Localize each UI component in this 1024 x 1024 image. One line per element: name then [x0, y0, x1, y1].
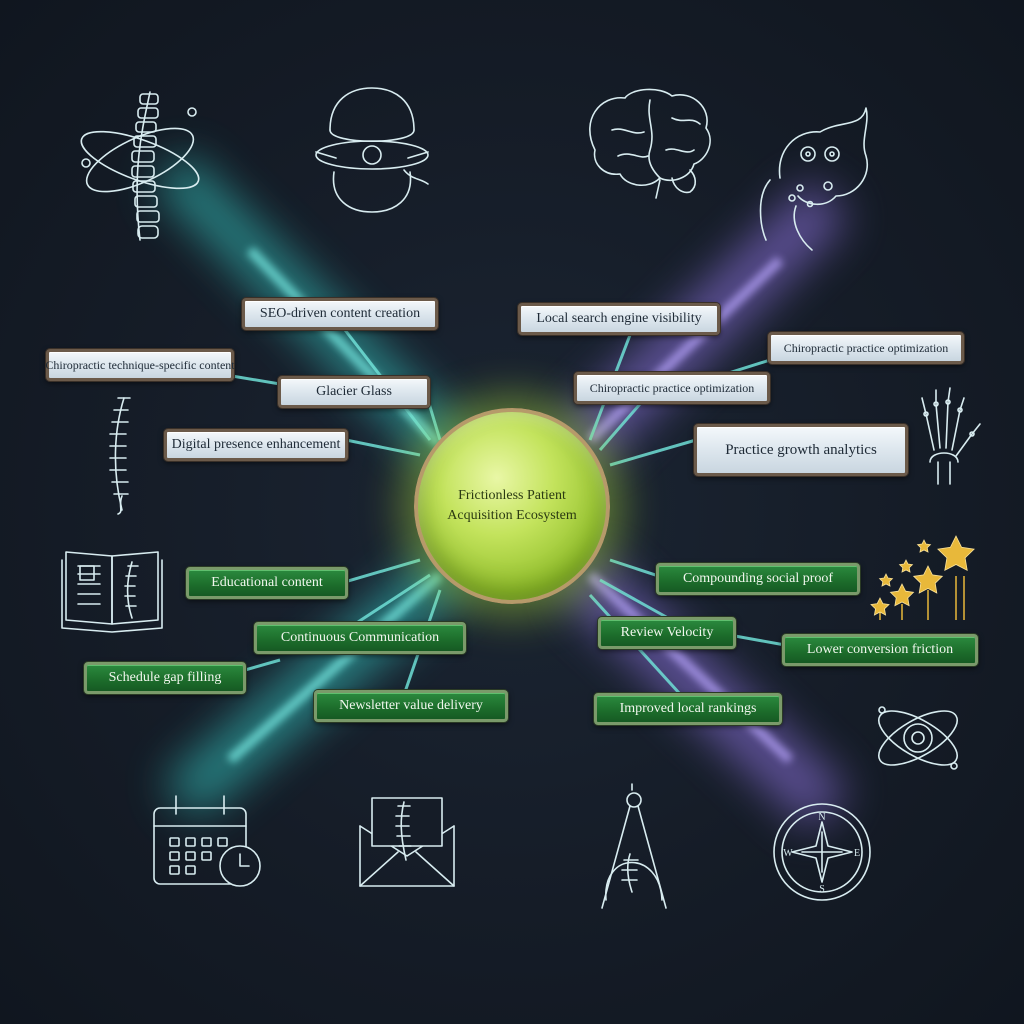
spine-envelope-icon: [359, 797, 455, 887]
central-hub[interactable]: Frictionless Patient Acquisition Ecosyst…: [414, 408, 610, 604]
node-glacier-glass[interactable]: Glacier Glass: [278, 376, 430, 408]
link-growth: [609, 438, 697, 467]
node-schedule-gap[interactable]: Schedule gap filling: [84, 662, 246, 694]
node-local-rankings[interactable]: Improved local rankings: [594, 693, 782, 725]
drafting-compass-icon: [601, 783, 667, 909]
link-continuous: [357, 573, 431, 624]
node-growth-analytics[interactable]: Practice growth analytics: [694, 424, 908, 476]
node-social-proof[interactable]: Compounding social proof: [656, 563, 860, 595]
node-local-search[interactable]: Local search engine visibility: [518, 303, 720, 335]
link-technique: [231, 374, 281, 386]
brain-icon: [589, 88, 711, 199]
compass-n: N: [818, 812, 825, 823]
vertebra-disc-icon: [315, 87, 429, 213]
compass-rose-icon: [773, 803, 871, 901]
spine-icon: [109, 397, 131, 515]
node-newsletter-value[interactable]: Newsletter value delivery: [314, 690, 508, 722]
spine-orbit-icon: [80, 91, 200, 241]
link-glacier: [426, 399, 442, 441]
neuron-synapse-icon: [759, 107, 869, 251]
node-educational-content[interactable]: Educational content: [186, 567, 348, 599]
node-practice-optimization-inner[interactable]: Chiropractic practice optimization: [574, 372, 770, 404]
compass-e: E: [854, 848, 860, 859]
node-practice-optimization-outer[interactable]: Chiropractic practice optimization: [768, 332, 964, 364]
node-review-velocity[interactable]: Review Velocity: [598, 617, 736, 649]
hand-skeleton-icon: [921, 387, 981, 485]
compass-s: S: [819, 884, 825, 895]
beam-core-upper-right: [586, 256, 784, 444]
link-digital: [345, 438, 421, 457]
spine-book-icon: [61, 551, 163, 633]
beam-lower-right: [561, 555, 849, 830]
node-technique-content[interactable]: Chiropractic technique-specific content: [45, 349, 235, 381]
node-lower-friction[interactable]: Lower conversion friction: [782, 634, 978, 666]
link-opt-inner: [598, 403, 642, 451]
link-schedule: [244, 658, 281, 672]
node-seo-content[interactable]: SEO-driven content creation: [242, 298, 438, 330]
atom-icon: [878, 706, 958, 770]
hub-label: Frictionless Patient Acquisition Ecosyst…: [447, 487, 577, 523]
calendar-clock-icon: [153, 795, 261, 887]
node-continuous-communication[interactable]: Continuous Communication: [254, 622, 466, 654]
link-review: [734, 634, 786, 647]
link-review-hub: [599, 578, 669, 620]
rising-stars-icon: [870, 535, 975, 620]
compass-w: W: [783, 848, 793, 859]
beam-core-lower-right: [586, 571, 794, 764]
node-digital-presence[interactable]: Digital presence enhancement: [164, 429, 348, 461]
beam-core-lower-left: [226, 571, 444, 764]
